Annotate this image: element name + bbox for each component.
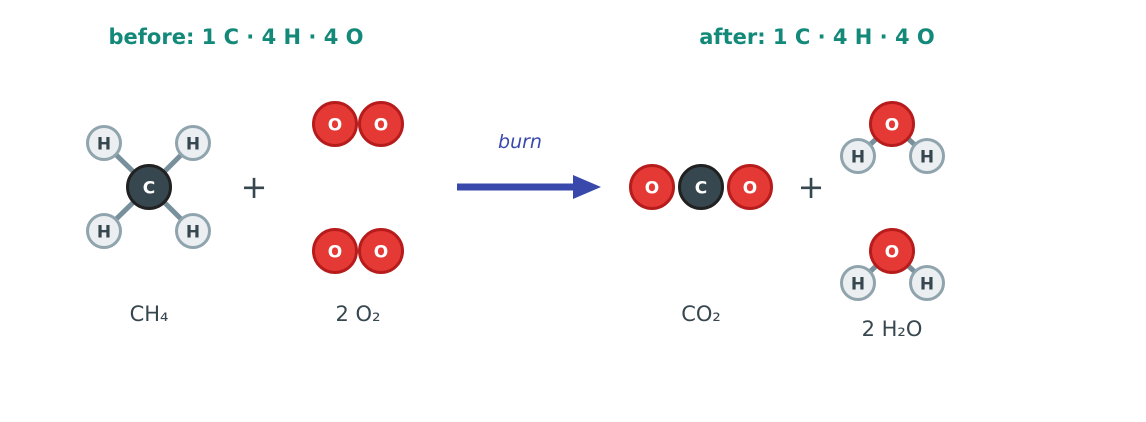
oxygen-atom: O	[312, 228, 358, 274]
svg-text:O: O	[374, 116, 388, 136]
hydrogen-atom: H	[175, 213, 211, 249]
reaction-arrow	[457, 175, 601, 199]
svg-text:O: O	[885, 116, 899, 136]
before-title: before: 1 C · 4 H · 4 O	[109, 25, 364, 49]
svg-text:H: H	[851, 275, 865, 295]
hydrogen-atom: H	[840, 265, 876, 301]
carbon-atom: C	[126, 164, 172, 210]
carbon-dioxide-molecule: O O C	[629, 164, 773, 210]
svg-text:H: H	[97, 223, 111, 243]
svg-text:O: O	[328, 243, 342, 263]
oxygen-atom: O	[358, 228, 404, 274]
oxygen-atom: O	[312, 101, 358, 147]
arrow-label: burn	[498, 131, 542, 153]
oxygen-atom: O	[358, 101, 404, 147]
svg-text:H: H	[186, 223, 200, 243]
svg-text:O: O	[645, 179, 659, 199]
methane-label: CH₄	[130, 302, 169, 326]
hydrogen-atom: H	[840, 138, 876, 174]
svg-text:H: H	[920, 148, 934, 168]
svg-text:H: H	[920, 275, 934, 295]
hydrogen-atom: H	[909, 265, 945, 301]
svg-text:C: C	[695, 179, 707, 199]
oxygen-atom: O	[727, 164, 773, 210]
water-molecule: H H O	[840, 101, 945, 174]
water-label: 2 H₂O	[862, 317, 923, 341]
oxygen-molecule: O O	[312, 101, 404, 147]
plus-sign: +	[241, 168, 268, 206]
svg-text:C: C	[143, 179, 155, 199]
oxygen-atom: O	[629, 164, 675, 210]
hydrogen-atom: H	[86, 213, 122, 249]
carbon-atom: C	[678, 164, 724, 210]
svg-text:H: H	[186, 135, 200, 155]
water-molecule: H H O	[840, 228, 945, 301]
svg-text:O: O	[743, 179, 757, 199]
hydrogen-atom: H	[909, 138, 945, 174]
svg-text:O: O	[328, 116, 342, 136]
oxygen-atom: O	[869, 101, 915, 147]
oxygen-molecule: O O	[312, 228, 404, 274]
methane-molecule: H H H H C	[86, 125, 211, 249]
after-title: after: 1 C · 4 H · 4 O	[699, 25, 934, 49]
oxygen-atom: O	[869, 228, 915, 274]
svg-text:H: H	[851, 148, 865, 168]
svg-text:H: H	[97, 135, 111, 155]
svg-text:O: O	[374, 243, 388, 263]
svg-text:O: O	[885, 243, 899, 263]
hydrogen-atom: H	[86, 125, 122, 161]
carbon-dioxide-label: CO₂	[681, 302, 721, 326]
hydrogen-atom: H	[175, 125, 211, 161]
plus-sign: +	[798, 168, 825, 206]
oxygen-label: 2 O₂	[336, 302, 381, 326]
